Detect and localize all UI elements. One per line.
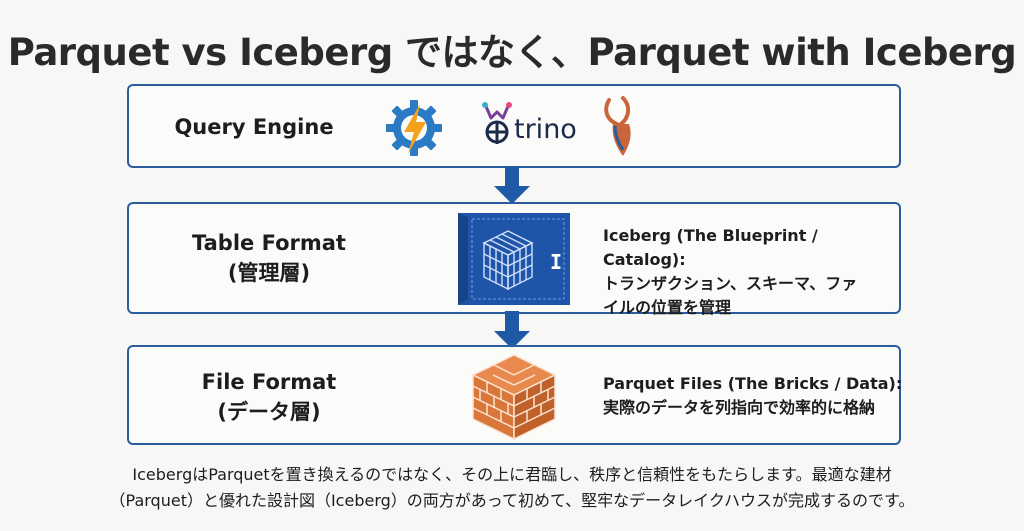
- antelope-icon: [601, 96, 641, 160]
- footer-caption: IcebergはParquetを置き換えるのではなく、その上に君臨し、秩序と信頼…: [0, 462, 1024, 514]
- trino-wordmark: trino: [514, 114, 577, 145]
- file-format-subtitle: (データ層): [217, 400, 321, 424]
- parquet-desc-line: 実際のデータを列指向で効率的に格納: [603, 398, 876, 417]
- file-format-title: File Format: [201, 370, 337, 394]
- blueprint-icon: I: [454, 209, 574, 309]
- query-engine-label: Query Engine: [174, 115, 334, 139]
- arrow-down-icon: [492, 166, 532, 206]
- file-format-layer: File Format (データ層): [127, 345, 903, 445]
- table-format-label: Table Format (管理層): [159, 228, 379, 288]
- file-format-label: File Format (データ層): [159, 367, 379, 427]
- footer-line: （Parquet）と優れた設計図（Iceberg）の両方があって初めて、堅牢なデ…: [109, 491, 915, 510]
- trino-logo: trino: [479, 100, 589, 156]
- footer-line: IcebergはParquetを置き換えるのではなく、その上に君臨し、秩序と信頼…: [132, 465, 892, 484]
- file-format-description: Parquet Files (The Bricks / Data): 実際のデー…: [603, 372, 903, 420]
- brick-cube-icon: [469, 351, 559, 443]
- iceberg-desc-line: イルの位置を管理: [603, 298, 732, 317]
- table-format-subtitle: (管理層): [227, 261, 311, 285]
- table-format-description: Iceberg (The Blueprint / Catalog): トランザク…: [603, 224, 903, 320]
- page-title: Parquet vs Iceberg ではなく、Parquet with Ice…: [7, 31, 1017, 74]
- table-format-title: Table Format: [192, 231, 346, 255]
- parquet-desc-title: Parquet Files (The Bricks / Data):: [603, 374, 903, 393]
- iceberg-desc-line: トランザクション、スキーマ、ファ: [603, 274, 858, 293]
- blueprint-letter: I: [550, 250, 562, 274]
- table-format-layer: Table Format (管理層): [127, 202, 901, 317]
- gear-lightning-icon: [384, 98, 444, 158]
- iceberg-desc-title: Iceberg (The Blueprint / Catalog):: [603, 226, 818, 269]
- query-engine-layer: Query Engine t: [127, 84, 901, 168]
- arrow-down-icon: [492, 311, 532, 351]
- trino-bunny-icon: [482, 102, 512, 144]
